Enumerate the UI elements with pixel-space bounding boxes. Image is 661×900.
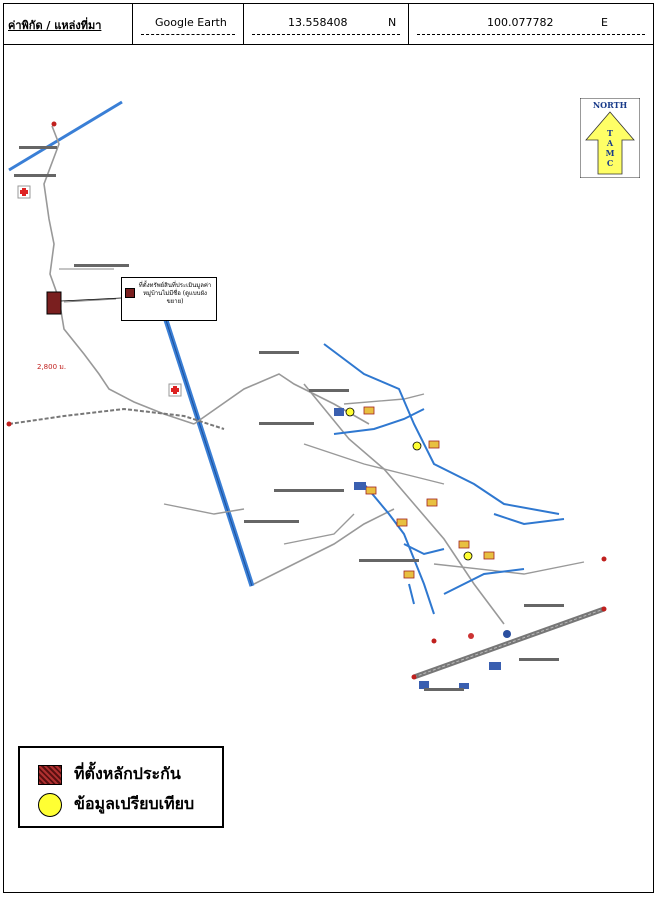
comparable-marker <box>345 407 355 417</box>
canal-east <box>323 343 560 515</box>
poi-icon <box>468 633 474 639</box>
water-tower-icon <box>503 630 511 638</box>
house-icon <box>396 518 408 527</box>
svg-text:M: M <box>606 148 615 158</box>
coordinate-source-label: ค่าพิกัด / แหล่งที่มา <box>8 19 102 32</box>
map-label <box>74 264 129 267</box>
highway-west <box>8 407 225 430</box>
subject-callout: ที่ตั้งทรัพย์สินที่ประเมินมูลค่า หมู่บ้า… <box>121 277 217 321</box>
building-icon <box>354 482 366 490</box>
building-icon <box>459 683 469 689</box>
house-icon <box>365 486 377 495</box>
hospital-icon <box>168 383 182 397</box>
direction-arrow-icon <box>411 674 417 680</box>
location-map <box>6 100 607 691</box>
legend-item-subject: ที่ตั้งหลักประกัน <box>38 762 181 787</box>
direction-arrow-icon <box>601 556 607 562</box>
direction-arrow-icon <box>6 421 12 427</box>
subject-property-marker <box>46 291 62 315</box>
map-label <box>274 489 344 492</box>
hospital-icon <box>17 185 31 199</box>
subject-swatch-icon <box>38 764 62 785</box>
house-icon <box>458 540 470 549</box>
comparable-marker <box>463 551 473 561</box>
direction-arrow-icon <box>601 606 607 612</box>
svg-text:C: C <box>607 158 613 168</box>
map-label <box>14 174 56 177</box>
house-icon <box>363 406 375 415</box>
map-label <box>259 422 314 425</box>
building-icon <box>334 408 344 416</box>
source-value: Google Earth <box>155 16 227 29</box>
north-arrow-icon: NORTH T A M C <box>579 97 641 179</box>
house-icon <box>483 551 495 560</box>
house-icon <box>426 498 438 507</box>
longitude-value: 100.077782 <box>487 16 554 29</box>
header-label-cell: ค่าพิกัด / แหล่งที่มา <box>4 4 133 44</box>
map-sheet: ค่าพิกัด / แหล่งที่มา Google Earth 13.55… <box>3 3 654 893</box>
map-label <box>309 389 349 392</box>
legend-item-comparable: ข้อมูลเปรียบเทียบ <box>38 792 194 817</box>
map-label <box>519 658 559 661</box>
latitude-value: 13.558408 <box>288 16 348 29</box>
legend-label: ข้อมูลเปรียบเทียบ <box>74 794 195 813</box>
direction-arrow-icon <box>51 121 57 127</box>
latitude-direction: N <box>388 16 397 29</box>
svg-text:A: A <box>606 138 614 148</box>
map-label <box>524 604 564 607</box>
north-text: NORTH <box>593 100 628 110</box>
north-arrow: NORTH T A M C <box>579 97 641 179</box>
building-icon <box>419 681 429 689</box>
map-label <box>359 559 419 562</box>
map-label <box>424 688 464 691</box>
header-source-cell: Google Earth <box>133 4 244 44</box>
map-legend: ที่ตั้งหลักประกัน ข้อมูลเปรียบเทียบ <box>18 746 224 828</box>
house-icon <box>403 570 415 579</box>
local-road <box>43 125 195 425</box>
map-label <box>244 520 299 523</box>
house-icon <box>428 440 440 449</box>
comparable-circle-icon <box>38 792 62 817</box>
map-label <box>19 146 57 149</box>
svg-text:T: T <box>607 128 613 138</box>
direction-arrow-icon <box>431 638 437 644</box>
header-lat-cell: 13.558408 N <box>244 4 409 44</box>
legend-label: ที่ตั้งหลักประกัน <box>74 764 181 783</box>
building-icon <box>489 662 501 670</box>
highway-north <box>8 100 123 172</box>
comparable-marker <box>412 441 422 451</box>
callout-text: ที่ตั้งทรัพย์สินที่ประเมินมูลค่า หมู่บ้า… <box>138 282 212 305</box>
coordinate-header: ค่าพิกัด / แหล่งที่มา Google Earth 13.55… <box>4 4 653 45</box>
distance-label: 2,800 ม. <box>37 363 67 371</box>
map-label <box>259 351 299 354</box>
longitude-direction: E <box>601 16 608 29</box>
header-lon-cell: 100.077782 E <box>409 4 653 44</box>
